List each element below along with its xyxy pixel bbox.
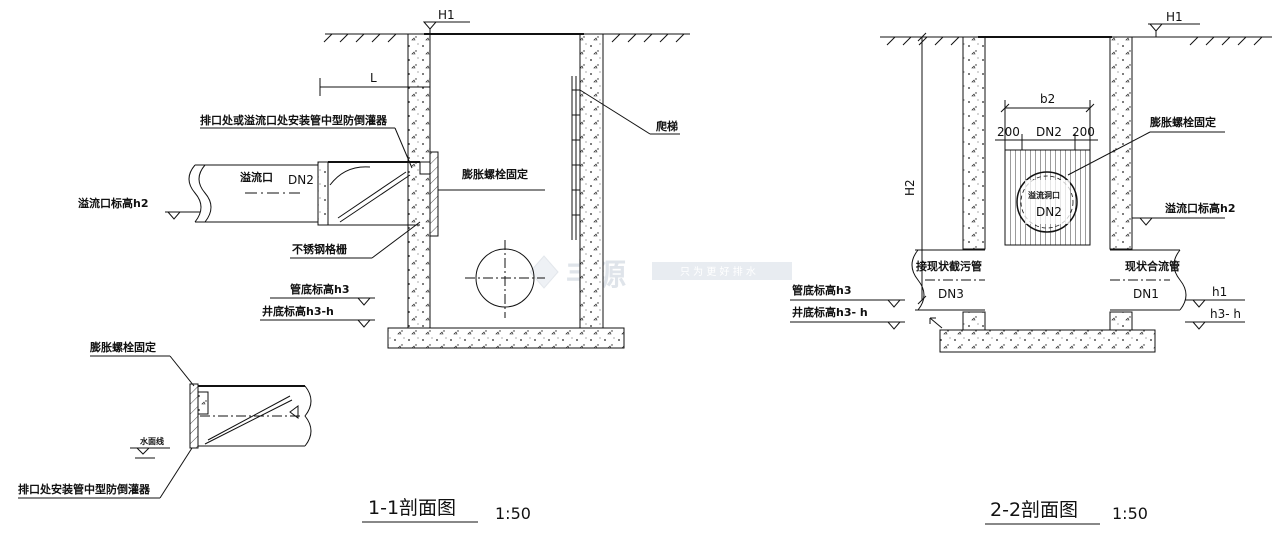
pipe-bottom-label: 管底标高h3 (290, 282, 350, 296)
bolt-label: 膨胀螺栓固定 (461, 167, 528, 181)
water-level-label: 水面线 (139, 436, 164, 446)
left-wall (407, 33, 431, 329)
grate-label: 溢流洞口 (1028, 190, 1060, 200)
watermark-slogan: 只 为 更 好 排 水 (680, 265, 756, 278)
h1-icon (1191, 299, 1207, 308)
inlet-label: 接现状截污管 (916, 259, 982, 273)
right-wall-2-upper (1109, 36, 1133, 250)
check-valve-icon (317, 161, 431, 226)
overflow-level-label-2: 溢流口标高h2 (1165, 201, 1236, 215)
ladder-icon (571, 76, 580, 240)
right-wall-2-lower (1109, 311, 1133, 331)
base-slab (387, 327, 625, 349)
section2-title: 2-2剖面图 (990, 499, 1078, 521)
right-dim-label: 200 (1072, 125, 1095, 139)
inlet-dn: DN3 (938, 287, 964, 301)
overflow-dn: DN2 (288, 173, 314, 187)
detail-check-valve: 膨胀螺栓固定 水面线 排口处安装管中型防倒灌器 (18, 340, 312, 499)
h3h-icon-right (1191, 321, 1207, 330)
mid-dim-label: DN2 (1036, 125, 1062, 139)
section-2-2: H1 H2 b2 200 DN2 200 溢流洞口 DN2 膨胀螺栓固定 溢流口… (790, 10, 1272, 525)
flange-plate (429, 151, 439, 237)
overflow-level-icon-2 (1138, 217, 1154, 226)
detail-bolt-label: 膨胀螺栓固定 (89, 340, 156, 354)
top-level-label: H1 (438, 8, 455, 22)
width-label: b2 (1040, 92, 1055, 106)
h1-level-icon (422, 21, 438, 34)
detail-filter-label: 排口处安装管中型防倒灌器 (18, 482, 151, 496)
well-bottom-icon-2 (886, 321, 902, 330)
section1-scale: 1:50 (495, 504, 531, 523)
left-dim-label: 200 (997, 125, 1020, 139)
section1-title: 1-1剖面图 (368, 497, 456, 519)
filter-leader (394, 127, 413, 169)
grate-dn: DN2 (1036, 205, 1062, 219)
overflow-label: 溢流口 (240, 170, 273, 184)
section-1-1: H1 L 爬梯 溢流口 DN2 (78, 8, 690, 523)
detail-pipe-break (304, 385, 312, 447)
inlet-pipe (911, 249, 985, 311)
base-slab-2 (939, 329, 1156, 353)
detail-seal (197, 391, 209, 415)
water-level-icon (135, 447, 151, 455)
pipe-bottom-icon (356, 297, 372, 306)
outlet-pipe (1110, 249, 1187, 311)
top-level-label-2: H1 (1166, 10, 1183, 24)
outlet-label: 现状合流管 (1125, 259, 1180, 273)
grate-opening (1016, 171, 1078, 233)
bolt-label-2: 膨胀螺栓固定 (1149, 115, 1216, 129)
h1-level-icon-2 (1148, 23, 1164, 37)
left-wall-2-lower (962, 311, 986, 331)
left-wall-2-upper (962, 36, 986, 250)
overflow-level-icon (166, 211, 182, 220)
watermark-logo-icon (529, 255, 559, 289)
h3h-label-right: h3- h (1210, 307, 1241, 321)
section2-scale: 1:50 (1112, 504, 1148, 523)
watermark: 丰源 只 为 更 好 排 水 (529, 255, 792, 293)
flow-arrow-icon (929, 317, 943, 329)
filter-note-label: 排口处或溢流口处安装管中型防倒灌器 (200, 113, 388, 127)
ground-hatch-right-2 (1189, 36, 1263, 46)
ground-hatch-right (611, 33, 685, 43)
overflow-pipe (188, 164, 320, 223)
pipe-bottom-icon-2 (886, 299, 902, 308)
right-wall (579, 33, 604, 329)
steel-hood-label: 不锈钢格栅 (292, 242, 347, 256)
watermark-slogan-bg (652, 262, 792, 280)
well-bottom-icon (356, 319, 372, 328)
steel-hood-leader (371, 221, 421, 259)
ladder-leader (579, 89, 651, 135)
length-label: L (370, 71, 377, 85)
pipe-bottom-label-2: 管底标高h3 (792, 283, 852, 297)
well-bottom-label: 井底标高h3-h (262, 304, 334, 318)
well-bottom-label-2: 井底标高h3- h (792, 305, 868, 319)
depth-label: H2 (903, 179, 917, 196)
outlet-dn: DN1 (1133, 287, 1159, 301)
ground-hatch-left-2 (886, 36, 960, 46)
detail-flange (189, 383, 199, 449)
ground-hatch-left (323, 33, 397, 43)
ladder-label: 爬梯 (656, 119, 678, 133)
overflow-level-label: 溢流口标高h2 (78, 196, 149, 210)
h1-label: h1 (1212, 285, 1227, 299)
